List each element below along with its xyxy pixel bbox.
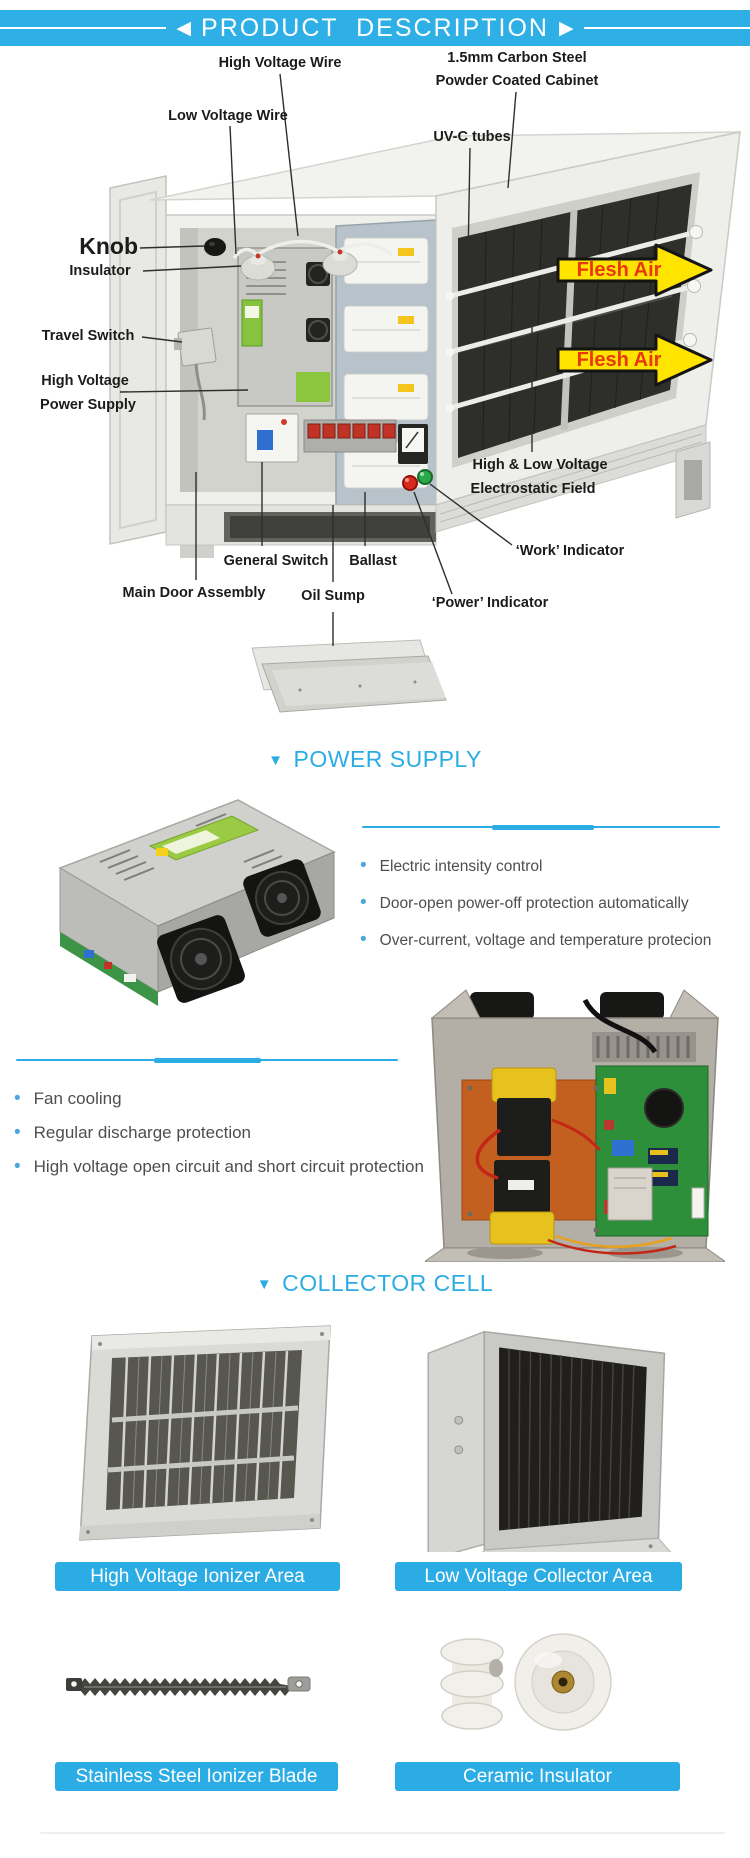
power-supply-photo <box>58 799 336 1006</box>
caption-ionizer-blade: Stainless Steel Ionizer Blade <box>55 1762 338 1791</box>
cooling-fan <box>157 915 245 1003</box>
flesh-air-arrow: Flesh Air <box>556 242 714 298</box>
caption-ceramic-insulator: Ceramic Insulator <box>395 1762 680 1791</box>
ionizer-blade-photo <box>66 1676 311 1696</box>
feature-text: Electric intensity control <box>379 858 543 875</box>
power-supply-features-left: • Fan cooling • Regular discharge protecti… <box>14 1082 454 1184</box>
knob-part <box>204 238 226 256</box>
label-general-switch: General Switch <box>223 553 329 569</box>
label-carbon-steel-line1: 1.5mm Carbon Steel <box>447 50 587 66</box>
flesh-air-label: Flesh Air <box>576 259 662 281</box>
bullet-dot-icon: • <box>14 1088 21 1109</box>
travel-switch-part <box>174 327 217 421</box>
label-main-door-assembly: Main Door Assembly <box>122 585 266 601</box>
feature-text: Door-open power-off protection automatic… <box>379 895 689 912</box>
power-supply-heading: ▼ POWER SUPPLY <box>0 746 750 773</box>
general-switch-breaker <box>245 413 299 463</box>
label-field-line1: High & Low Voltage <box>472 457 608 473</box>
insulator-parts <box>232 239 394 281</box>
feature-text: Over-current, voltage and temperature pr… <box>379 932 712 949</box>
label-hv-power-supply-line1: High Voltage <box>41 373 129 389</box>
power-supply-internal-photo <box>425 989 725 1262</box>
terminal-strip <box>303 419 397 453</box>
bullet-dot-icon: • <box>360 892 367 913</box>
list-item: • Fan cooling <box>14 1082 454 1116</box>
section-banner-product-description: ◀ PRODUCT DESCRIPTION ▶ <box>0 10 750 46</box>
collector-cell-heading: ▼ COLLECTOR CELL <box>0 1270 750 1297</box>
label-ballast: Ballast <box>349 553 397 569</box>
collector-cell-heading-text: COLLECTOR CELL <box>282 1270 494 1296</box>
page-title: PRODUCT DESCRIPTION <box>201 13 549 42</box>
bullet-dot-icon: • <box>360 929 367 950</box>
ionizer-area-photo <box>79 1325 331 1541</box>
power-supply-features-right: • Electric intensity control • Door-open p… <box>360 848 745 959</box>
label-knob: Knob <box>79 233 138 259</box>
bottom-divider <box>40 1832 725 1834</box>
label-travel-switch: Travel Switch <box>41 328 135 344</box>
electrostatic-field-front <box>435 131 741 507</box>
feature-text: High voltage open circuit and short circ… <box>33 1157 424 1176</box>
label-power-indicator: ‘Power’ Indicator <box>431 595 549 611</box>
work-indicator-light <box>417 469 433 485</box>
label-work-indicator: ‘Work’ Indicator <box>515 543 625 559</box>
callout-leader-lines <box>119 73 533 646</box>
list-item: • High voltage open circuit and short cir… <box>14 1150 454 1184</box>
right-triangle-icon: ▶ <box>558 17 574 39</box>
blue-divider <box>362 824 720 830</box>
list-item: • Door-open power-off protection automati… <box>360 885 745 922</box>
list-item: • Regular discharge protection <box>14 1116 454 1150</box>
power-supply-heading-text: POWER SUPPLY <box>293 746 482 772</box>
machine-illustration <box>109 73 741 713</box>
label-hv-power-supply-line2: Power Supply <box>40 397 136 413</box>
banner-line-left <box>0 27 167 29</box>
caption-collector-area: Low Voltage Collector Area <box>395 1562 682 1591</box>
power-indicator-light <box>402 475 418 491</box>
label-low-voltage-wire: Low Voltage Wire <box>168 108 288 124</box>
ceramic-insulator-photo <box>440 1633 612 1731</box>
cabinet-base <box>165 424 711 546</box>
banner-line-right <box>583 27 750 29</box>
flesh-air-label: Flesh Air <box>576 349 662 371</box>
bullet-dot-icon: • <box>14 1122 21 1143</box>
blue-divider <box>16 1057 398 1063</box>
voltage-meter <box>398 424 428 464</box>
arrow-right-icon <box>556 333 713 387</box>
triangle-down-icon: ▼ <box>268 752 284 769</box>
label-oil-sump: Oil Sump <box>301 588 365 604</box>
left-triangle-icon: ◀ <box>176 17 192 39</box>
arrow-right-icon <box>556 243 713 297</box>
oil-sump-drawer <box>251 639 447 713</box>
bullet-dot-icon: • <box>360 855 367 876</box>
label-high-voltage-wire: High Voltage Wire <box>218 55 342 71</box>
list-item: • Electric intensity control <box>360 848 745 885</box>
feature-text: Regular discharge protection <box>33 1123 252 1142</box>
bullet-dot-icon: • <box>14 1156 21 1177</box>
feature-text: Fan cooling <box>33 1089 122 1108</box>
label-field-line2: Electrostatic Field <box>470 481 596 497</box>
cooling-fan <box>243 859 321 937</box>
collector-area-photo <box>427 1330 672 1552</box>
list-item: • Over-current, voltage and temperature p… <box>360 922 745 959</box>
triangle-down-icon: ▼ <box>256 1276 273 1293</box>
label-uvc-tubes: UV-C tubes <box>433 129 511 145</box>
caption-ionizer-area: High Voltage Ionizer Area <box>55 1562 340 1591</box>
label-carbon-steel-line2: Powder Coated Cabinet <box>435 73 599 89</box>
flesh-air-arrow: Flesh Air <box>556 332 714 388</box>
label-insulator: Insulator <box>69 263 131 279</box>
